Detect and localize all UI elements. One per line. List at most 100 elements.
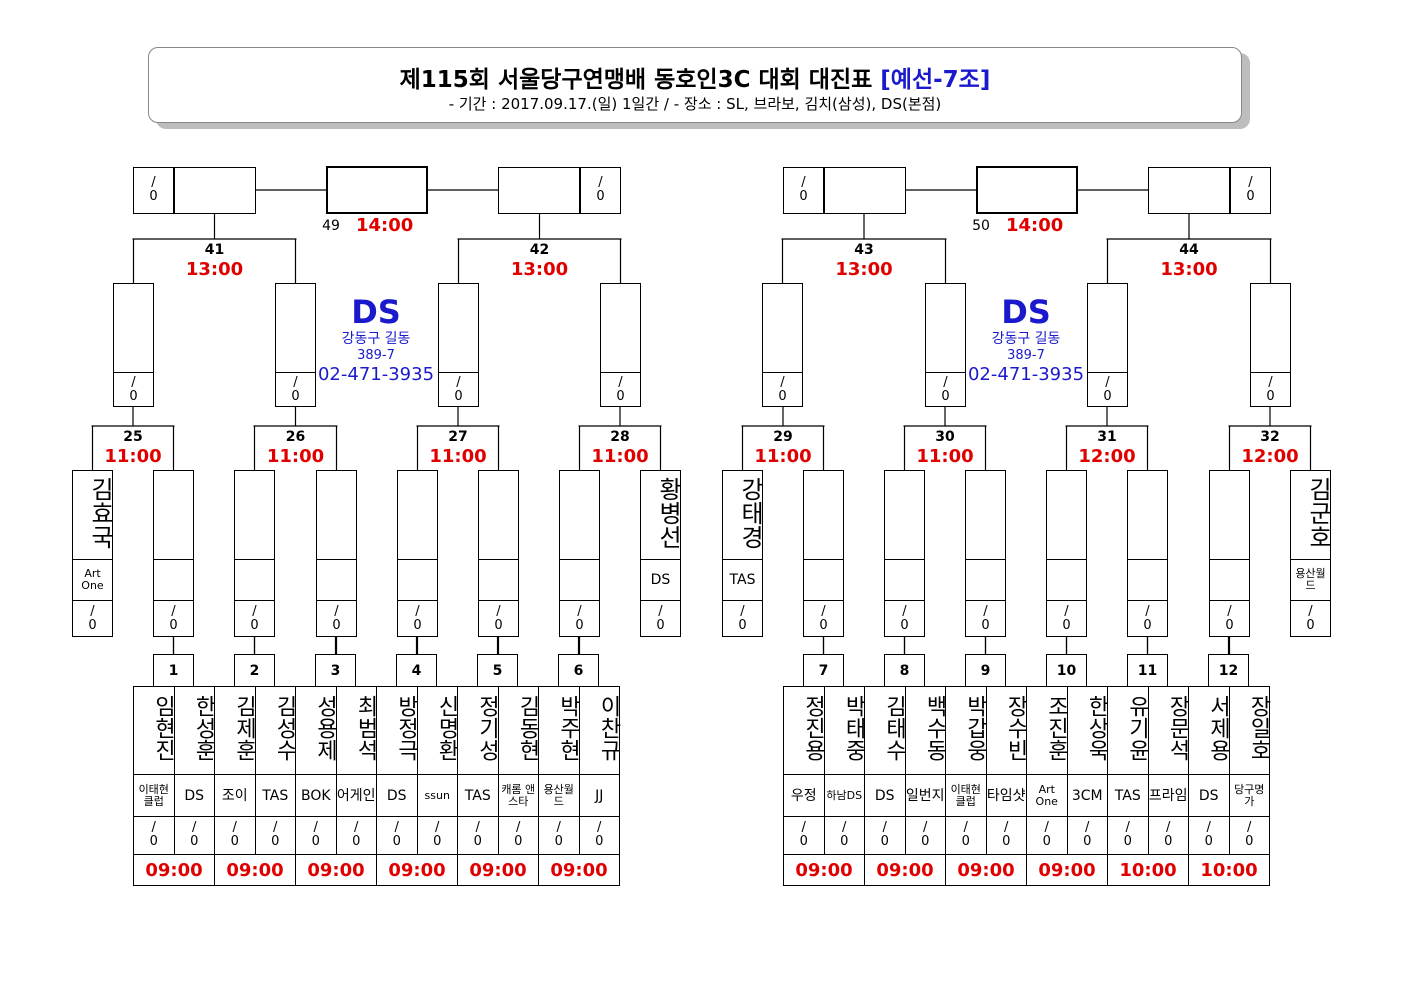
round-num: 29	[773, 429, 793, 445]
score-cell[interactable]: / 0	[1228, 816, 1270, 855]
score-cell[interactable]: / 0	[335, 816, 377, 855]
entry-score-cell[interactable]: / 0	[316, 600, 357, 637]
score-cell[interactable]: / 0	[497, 816, 539, 855]
venue-address-detail: 389-7	[1007, 348, 1045, 363]
entry-score-cell[interactable]: / 0	[640, 600, 681, 637]
semi-score-cell[interactable]: / 0	[925, 372, 966, 407]
score-cell[interactable]: / 0	[904, 816, 946, 855]
score-text: / 0	[900, 604, 909, 633]
match-time: 10:00	[1188, 854, 1270, 886]
score-cell[interactable]: / 0	[457, 816, 499, 855]
score-cell[interactable]: / 0	[538, 816, 580, 855]
round-num: 43	[854, 242, 874, 258]
final-score-cell[interactable]: / 0	[1230, 167, 1271, 214]
semi-score-cell[interactable]: / 0	[113, 372, 154, 407]
player-name: 김태수	[881, 695, 907, 761]
semi-score-cell[interactable]: / 0	[1250, 372, 1291, 407]
player-name-cell: 신명환	[416, 686, 459, 775]
semi-name-cell	[762, 283, 803, 373]
score-cell[interactable]: / 0	[864, 816, 906, 855]
page-subtitle: - 기간 : 2017.09.17.(일) 1일간 / - 장소 : SL, 브…	[448, 95, 942, 113]
score-cell[interactable]: / 0	[945, 816, 987, 855]
entry-name-cell	[234, 470, 275, 560]
match-time: 09:00	[783, 854, 865, 886]
final-time: 14:00	[1006, 215, 1064, 236]
score-cell[interactable]: / 0	[1188, 816, 1230, 855]
score-cell[interactable]: / 0	[173, 816, 215, 855]
score-text: / 0	[819, 604, 828, 633]
entry-score-cell[interactable]: / 0	[1127, 600, 1168, 637]
player-name: 장일호	[1246, 695, 1271, 761]
final-name-cell	[174, 167, 256, 214]
club-name: 일번지	[905, 787, 945, 804]
club-cell: 하남DS	[823, 774, 865, 817]
entry-score-cell[interactable]: / 0	[1209, 600, 1250, 637]
match-number-box: 10	[1046, 654, 1087, 687]
page-title: 제115회 서울당구연맹배 동호인3C 대회 대진표 [예선-7조]	[149, 60, 1241, 94]
club-name: BOK	[300, 787, 331, 804]
entry-score-cell[interactable]: / 0	[153, 600, 194, 637]
score-cell[interactable]: / 0	[376, 816, 418, 855]
entry-score-cell[interactable]: / 0	[965, 600, 1006, 637]
player-name-cell: 정기성	[457, 686, 500, 775]
entry-score-cell[interactable]: / 0	[1290, 600, 1331, 637]
player-name: 정기성	[474, 695, 500, 761]
entry-name-cell: 황병선	[640, 470, 682, 560]
entry-name-cell: 김군호	[1290, 470, 1332, 560]
semi-score-cell[interactable]: / 0	[1087, 372, 1128, 407]
score-cell[interactable]: / 0	[1026, 816, 1068, 855]
entry-club-cell	[803, 559, 844, 601]
club-cell: 이태현 클럽	[945, 774, 987, 817]
score-cell[interactable]: / 0	[133, 816, 175, 855]
entry-score-cell[interactable]: / 0	[803, 600, 844, 637]
entry-club-cell	[884, 559, 925, 601]
player-name-cell: 김동현	[497, 686, 540, 775]
final-num: 49	[322, 218, 340, 234]
entry-club-cell	[234, 559, 275, 601]
score-cell[interactable]: / 0	[1107, 816, 1149, 855]
semi-score-cell[interactable]: / 0	[762, 372, 803, 407]
semi-name-cell	[925, 283, 966, 373]
player-name-cell: 박주현	[538, 686, 581, 775]
entry-score-cell[interactable]: / 0	[234, 600, 275, 637]
score-cell[interactable]: / 0	[985, 816, 1027, 855]
match-number-box: 2	[234, 654, 275, 687]
score-text: / 0	[149, 820, 158, 849]
entry-score-cell[interactable]: / 0	[559, 600, 600, 637]
score-cell[interactable]: / 0	[295, 816, 337, 855]
score-text: / 0	[616, 375, 625, 404]
score-text: / 0	[250, 604, 259, 633]
score-cell[interactable]: / 0	[783, 816, 825, 855]
score-cell[interactable]: / 0	[823, 816, 865, 855]
entry-score-cell[interactable]: / 0	[1046, 600, 1087, 637]
entry-club-cell	[965, 559, 1006, 601]
entry-name-cell: 강태경	[722, 470, 764, 560]
score-cell[interactable]: / 0	[1147, 816, 1189, 855]
score-text: / 0	[311, 820, 320, 849]
entry-score-cell[interactable]: / 0	[722, 600, 763, 637]
player-name: 김성수	[272, 695, 297, 761]
score-cell[interactable]: / 0	[254, 816, 296, 855]
entry-score-cell[interactable]: / 0	[478, 600, 519, 637]
final-score-cell[interactable]: / 0	[580, 167, 621, 214]
score-cell[interactable]: / 0	[578, 816, 620, 855]
entry-name-cell	[478, 470, 519, 560]
semi-score-cell[interactable]: / 0	[438, 372, 479, 407]
final-score-cell[interactable]: / 0	[783, 167, 824, 214]
entry-score-cell[interactable]: / 0	[884, 600, 925, 637]
match-number-box: 1	[153, 654, 194, 687]
entry-name-cell	[397, 470, 438, 560]
semi-score-cell[interactable]: / 0	[600, 372, 641, 407]
score-cell[interactable]: / 0	[1066, 816, 1108, 855]
semi-score-cell[interactable]: / 0	[275, 372, 316, 407]
final-score-cell[interactable]: / 0	[133, 167, 174, 214]
match-number-box: 6	[558, 654, 599, 687]
match-time: 09:00	[376, 854, 458, 886]
entry-score-cell[interactable]: / 0	[72, 600, 113, 637]
score-text: / 0	[1103, 375, 1112, 404]
score-cell[interactable]: / 0	[416, 816, 458, 855]
entry-score-cell[interactable]: / 0	[397, 600, 438, 637]
score-cell[interactable]: / 0	[214, 816, 256, 855]
score-text: / 0	[1002, 820, 1011, 849]
